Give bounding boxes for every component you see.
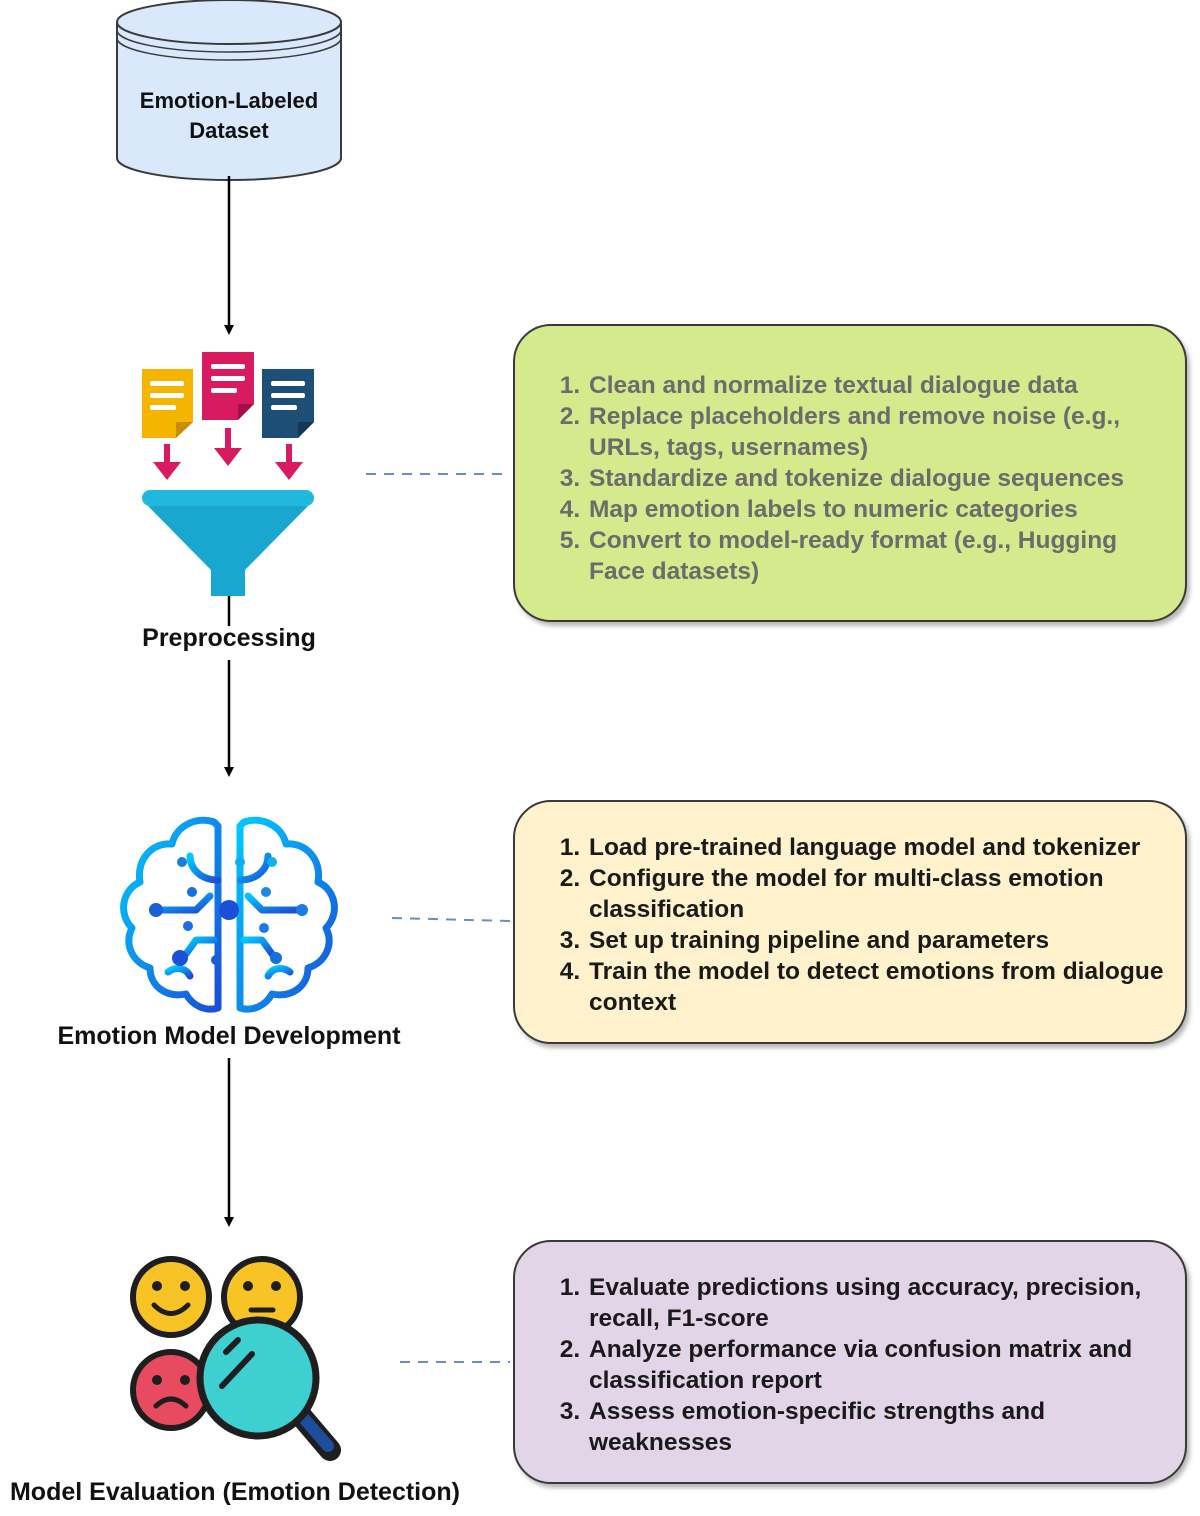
brain-circuit-icon [120,816,338,1013]
development-steps-list: Load pre-trained language model and toke… [515,802,1185,1018]
preprocessing-step: Convert to model-ready format (e.g., Hug… [587,525,1171,587]
brain-nodes [149,857,308,966]
preprocessing-steps-list: Clean and normalize textual dialogue dat… [515,326,1185,587]
evaluation-step: Analyze performance via confusion matrix… [587,1334,1171,1396]
evaluation-label: Model Evaluation (Emotion Detection) [9,1478,460,1506]
emoji-magnifier-icon [130,1256,341,1461]
preprocessing-steps-box: Clean and normalize textual dialogue dat… [513,324,1187,622]
funnel-documents-icon [142,352,314,596]
preprocessing-step: Standardize and tokenize dialogue sequen… [587,463,1171,494]
development-step: Load pre-trained language model and toke… [587,832,1171,863]
development-step: Configure the model for multi-class emot… [587,863,1171,925]
evaluation-step: Assess emotion-specific strengths and we… [587,1396,1171,1458]
evaluation-step: Evaluate predictions using accuracy, pre… [587,1272,1171,1334]
dataset-label-line2: Dataset [189,118,269,143]
evaluation-steps-list: Evaluate predictions using accuracy, pre… [515,1242,1185,1458]
preprocessing-label: Preprocessing [142,624,316,652]
dataset-label-line1: Emotion-Labeled [139,88,319,113]
development-step: Train the model to detect emotions from … [587,956,1171,1018]
database-icon [116,0,342,181]
preprocessing-step: Replace placeholders and remove noise (e… [587,401,1171,463]
development-steps-box: Load pre-trained language model and toke… [513,800,1187,1044]
development-step: Set up training pipeline and parameters [587,925,1171,956]
dataset-label: Emotion-Labeled Dataset [117,86,341,146]
preprocessing-step: Map emotion labels to numeric categories [587,494,1171,525]
development-label: Emotion Model Development [57,1022,401,1050]
connector-development [391,917,511,922]
evaluation-steps-box: Evaluate predictions using accuracy, pre… [513,1240,1187,1484]
preprocessing-step: Clean and normalize textual dialogue dat… [587,370,1171,401]
